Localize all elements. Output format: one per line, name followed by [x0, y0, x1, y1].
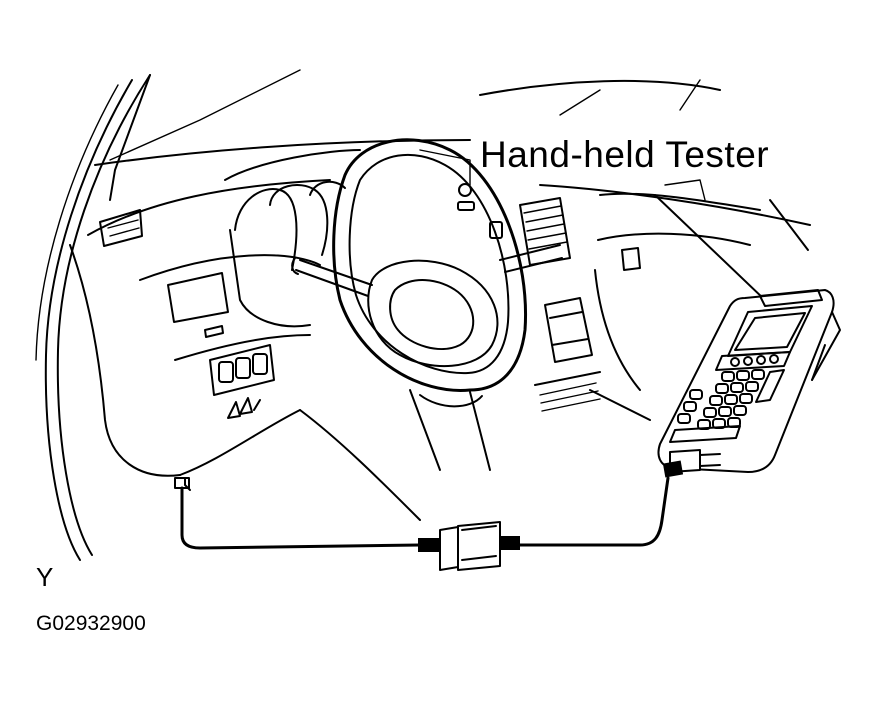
tester-keypad — [669, 369, 785, 443]
tester-label: Hand-held Tester — [480, 134, 770, 175]
instrument-cluster — [224, 149, 503, 328]
figure-id: G02932900 — [36, 612, 146, 635]
cable-left — [180, 486, 422, 550]
corner-letter: Y — [36, 562, 54, 592]
a-pillar — [35, 69, 301, 561]
hand-held-tester — [654, 194, 841, 478]
cable-right — [518, 476, 670, 547]
adapter-connector — [418, 521, 520, 571]
left-dash-body — [69, 209, 321, 477]
steering-wheel — [291, 138, 563, 471]
right-dash — [594, 179, 761, 391]
lower-dash — [174, 409, 421, 521]
center-console — [519, 197, 651, 421]
